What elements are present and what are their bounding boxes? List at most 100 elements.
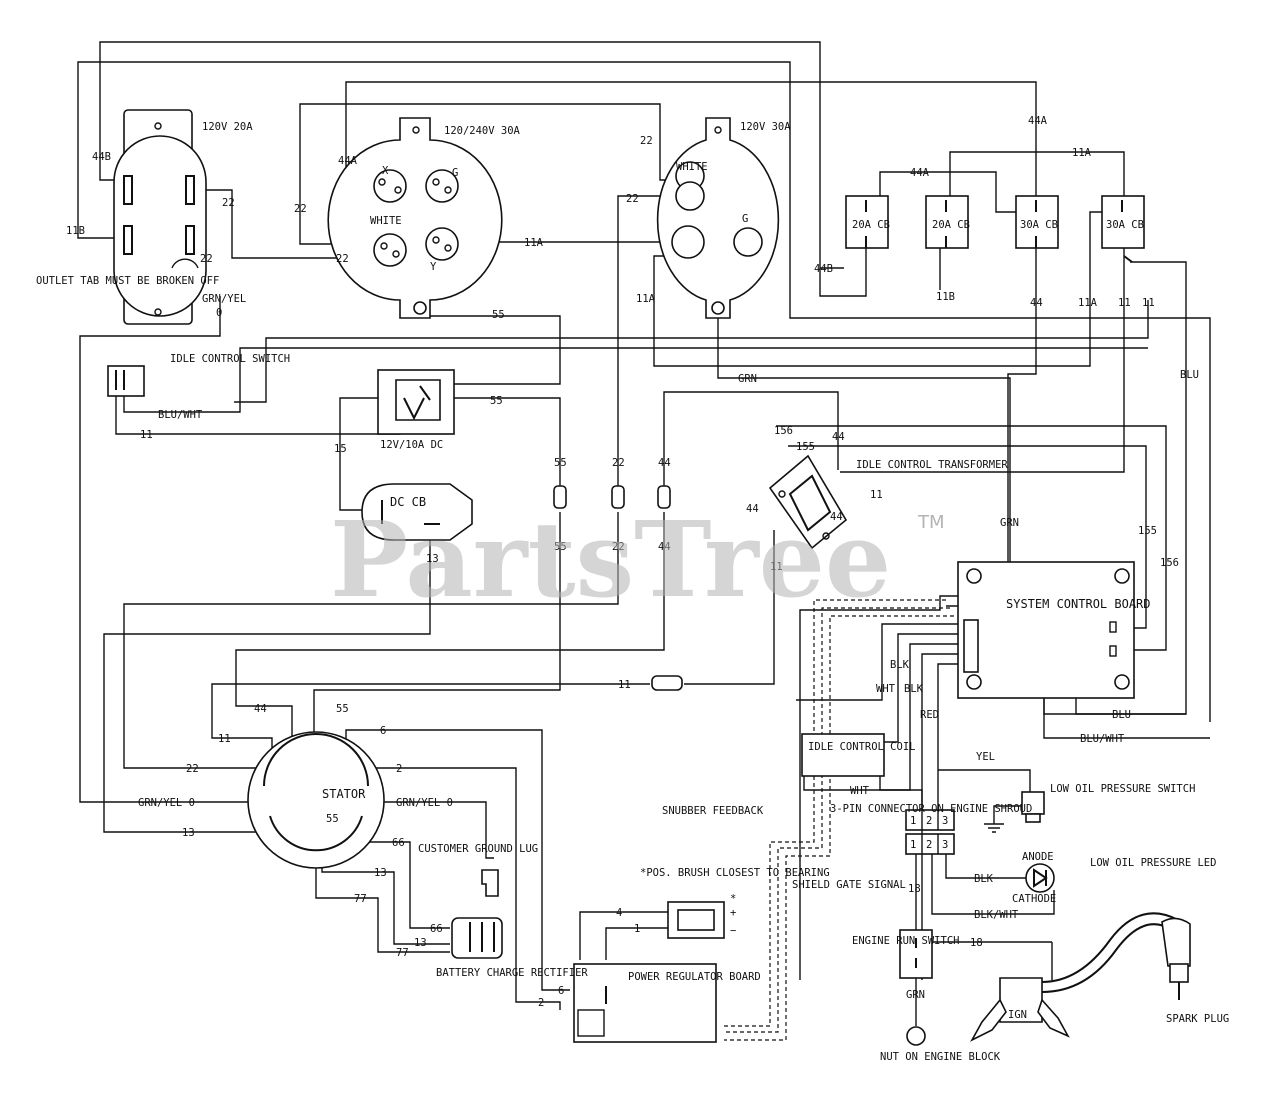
idle-control-coil-label: IDLE CONTROL COIL (808, 741, 915, 753)
dc-outlet-label: 12V/10A DC (380, 439, 443, 451)
idle-control-coil (801, 733, 885, 777)
circuit-breaker-30a-b (1101, 195, 1145, 263)
wire-13-label-a: 13 (426, 553, 439, 565)
wire-22-label-i: 22 (186, 763, 199, 775)
x-mark: X (382, 165, 389, 177)
pin2-upper: 2 (926, 815, 932, 827)
idle-control-switch (107, 365, 145, 397)
wire-18-label-a: 18 (908, 883, 921, 895)
wire-11a-label-d: 11A (1078, 297, 1098, 309)
idle-control-transformer-label: IDLE CONTROL TRANSFORMER (856, 459, 1008, 471)
wire-11-label-f: 11 (618, 679, 631, 691)
wire-2-label-a: 2 (396, 763, 402, 775)
wire-44-label-b: 44 (832, 431, 845, 443)
system-control-board (957, 561, 1135, 699)
wire-11-label-d: 11 (870, 489, 883, 501)
wire-runs (77, 41, 1211, 1026)
cb-30a-label-b: 30A CB (1106, 219, 1144, 231)
grn-label-a: GRN (738, 373, 757, 385)
system-control-board-label: SYSTEM CONTROL BOARD (1006, 597, 1151, 611)
wire-6-label-b: 6 (558, 985, 564, 997)
idle-control-switch-label: IDLE CONTROL SWITCH (170, 353, 290, 365)
grn-label-c: GRN (906, 989, 925, 1001)
outlet-120-240v-30a (327, 117, 503, 319)
star-mark: * (730, 893, 736, 905)
engine-run-switch (899, 929, 933, 979)
ign-label: IGN (1008, 1009, 1027, 1021)
spark-plug-label: SPARK PLUG (1166, 1013, 1229, 1025)
outlet-120v-20a (113, 109, 207, 325)
circuit-breaker-20a-a (845, 195, 889, 249)
white-mark-right: WHITE (676, 161, 708, 173)
wire-44a-label-c: 44A (910, 167, 930, 179)
inline-connector-11 (651, 675, 683, 691)
three-pin-connector-lower (905, 833, 955, 855)
wire-11-label-e: 11 (770, 561, 783, 573)
wire-11-label-a: 11 (1118, 297, 1131, 309)
battery-charge-rectifier (451, 917, 503, 959)
wire-11b-label: 11B (66, 225, 85, 237)
outlet-120-240v-label: 120/240V 30A (444, 125, 521, 137)
yel-label: YEL (976, 751, 995, 763)
blk-label-b: BLK (904, 683, 924, 695)
wire-11-label-c: 11 (140, 429, 153, 441)
wire-13-label-b: 13 (182, 827, 195, 839)
blk-label-a: BLK (890, 659, 910, 671)
pin1-lower: 1 (910, 839, 916, 851)
low-oil-pressure-switch-label: LOW OIL PRESSURE SWITCH (1050, 783, 1195, 795)
wire-44-label-f: 44 (658, 541, 671, 553)
component-labels: 120V 20A OUTLET TAB MUST BE BROKEN OFF 1… (36, 121, 1229, 1063)
wht-label-b: WHT (850, 785, 870, 797)
wire-22-label-f: 22 (626, 193, 639, 205)
blu-wht-label-a: BLU/WHT (158, 409, 203, 421)
wire-44-label-d: 44 (830, 511, 843, 523)
brush-holder (667, 901, 725, 939)
blu-wht-label-b: BLU/WHT (1080, 733, 1125, 745)
battery-charge-rectifier-label: BATTERY CHARGE RECTIFIER (436, 967, 588, 979)
wire-44b-label-b: 44B (814, 263, 833, 275)
wire-44-label-a: 44 (1030, 297, 1043, 309)
outlet-120v-30a-label: 120V 30A (740, 121, 791, 133)
engine-run-switch-label: ENGINE RUN SWITCH (852, 935, 959, 947)
blk-wht-label: BLK/WHT (974, 909, 1019, 921)
wire-156-label-a: 156 (774, 425, 793, 437)
wire-22-label-d: 22 (336, 253, 349, 265)
wire-1-label: 1 (634, 923, 640, 935)
cathode-label: CATHODE (1012, 893, 1056, 905)
pin3-lower: 3 (942, 839, 948, 851)
power-regulator-board (573, 963, 717, 1043)
grn-yel-0-label-b: GRN/YEL 0 (396, 797, 453, 809)
trademark-mark: TM (917, 512, 945, 533)
shield-gate-signal-label: SHIELD GATE SIGNAL (792, 879, 906, 891)
wire-55-label-b: 55 (490, 395, 503, 407)
power-regulator-board-label: POWER REGULATOR BOARD (628, 971, 761, 983)
wire-155-label-b: 155 (1138, 525, 1157, 537)
pin3-upper: 3 (942, 815, 948, 827)
wire-13-label-c: 13 (374, 867, 387, 879)
three-pin-connector-upper (905, 809, 955, 831)
white-mark-left: WHITE (370, 215, 402, 227)
wire-22-label-a: 22 (222, 197, 235, 209)
wire-11a-label-c: 11A (1072, 147, 1092, 159)
wire-66-label-b: 66 (430, 923, 443, 935)
wire-11-label-b: 11 (1142, 297, 1155, 309)
dc-circuit-breaker (361, 483, 473, 541)
cb-30a-label-a: 30A CB (1020, 219, 1058, 231)
watermark-text: PartsTree (330, 498, 891, 621)
wire-66-label-a: 66 (392, 837, 405, 849)
circuit-breaker-30a-a (1015, 195, 1059, 249)
wht-label-a: WHT (876, 683, 896, 695)
watermark: PartsTree TM (330, 498, 945, 621)
wire-77-label-a: 77 (354, 893, 367, 905)
wire-44a-label-b: 44A (1028, 115, 1048, 127)
minus-mark: − (730, 925, 736, 937)
stator-label: STATOR (322, 787, 366, 801)
wire-15-label: 15 (334, 443, 347, 455)
wire-44-label-g: 44 (254, 703, 267, 715)
anode-label: ANODE (1022, 851, 1054, 863)
brush-note: *POS. BRUSH CLOSEST TO BEARING (640, 867, 830, 879)
cb-20a-label-b: 20A CB (932, 219, 970, 231)
three-pin-connector-label: 3-PIN CONNECTOR ON ENGINE SHROUD (830, 803, 1032, 815)
wire-44a-label-a: 44A (338, 155, 358, 167)
